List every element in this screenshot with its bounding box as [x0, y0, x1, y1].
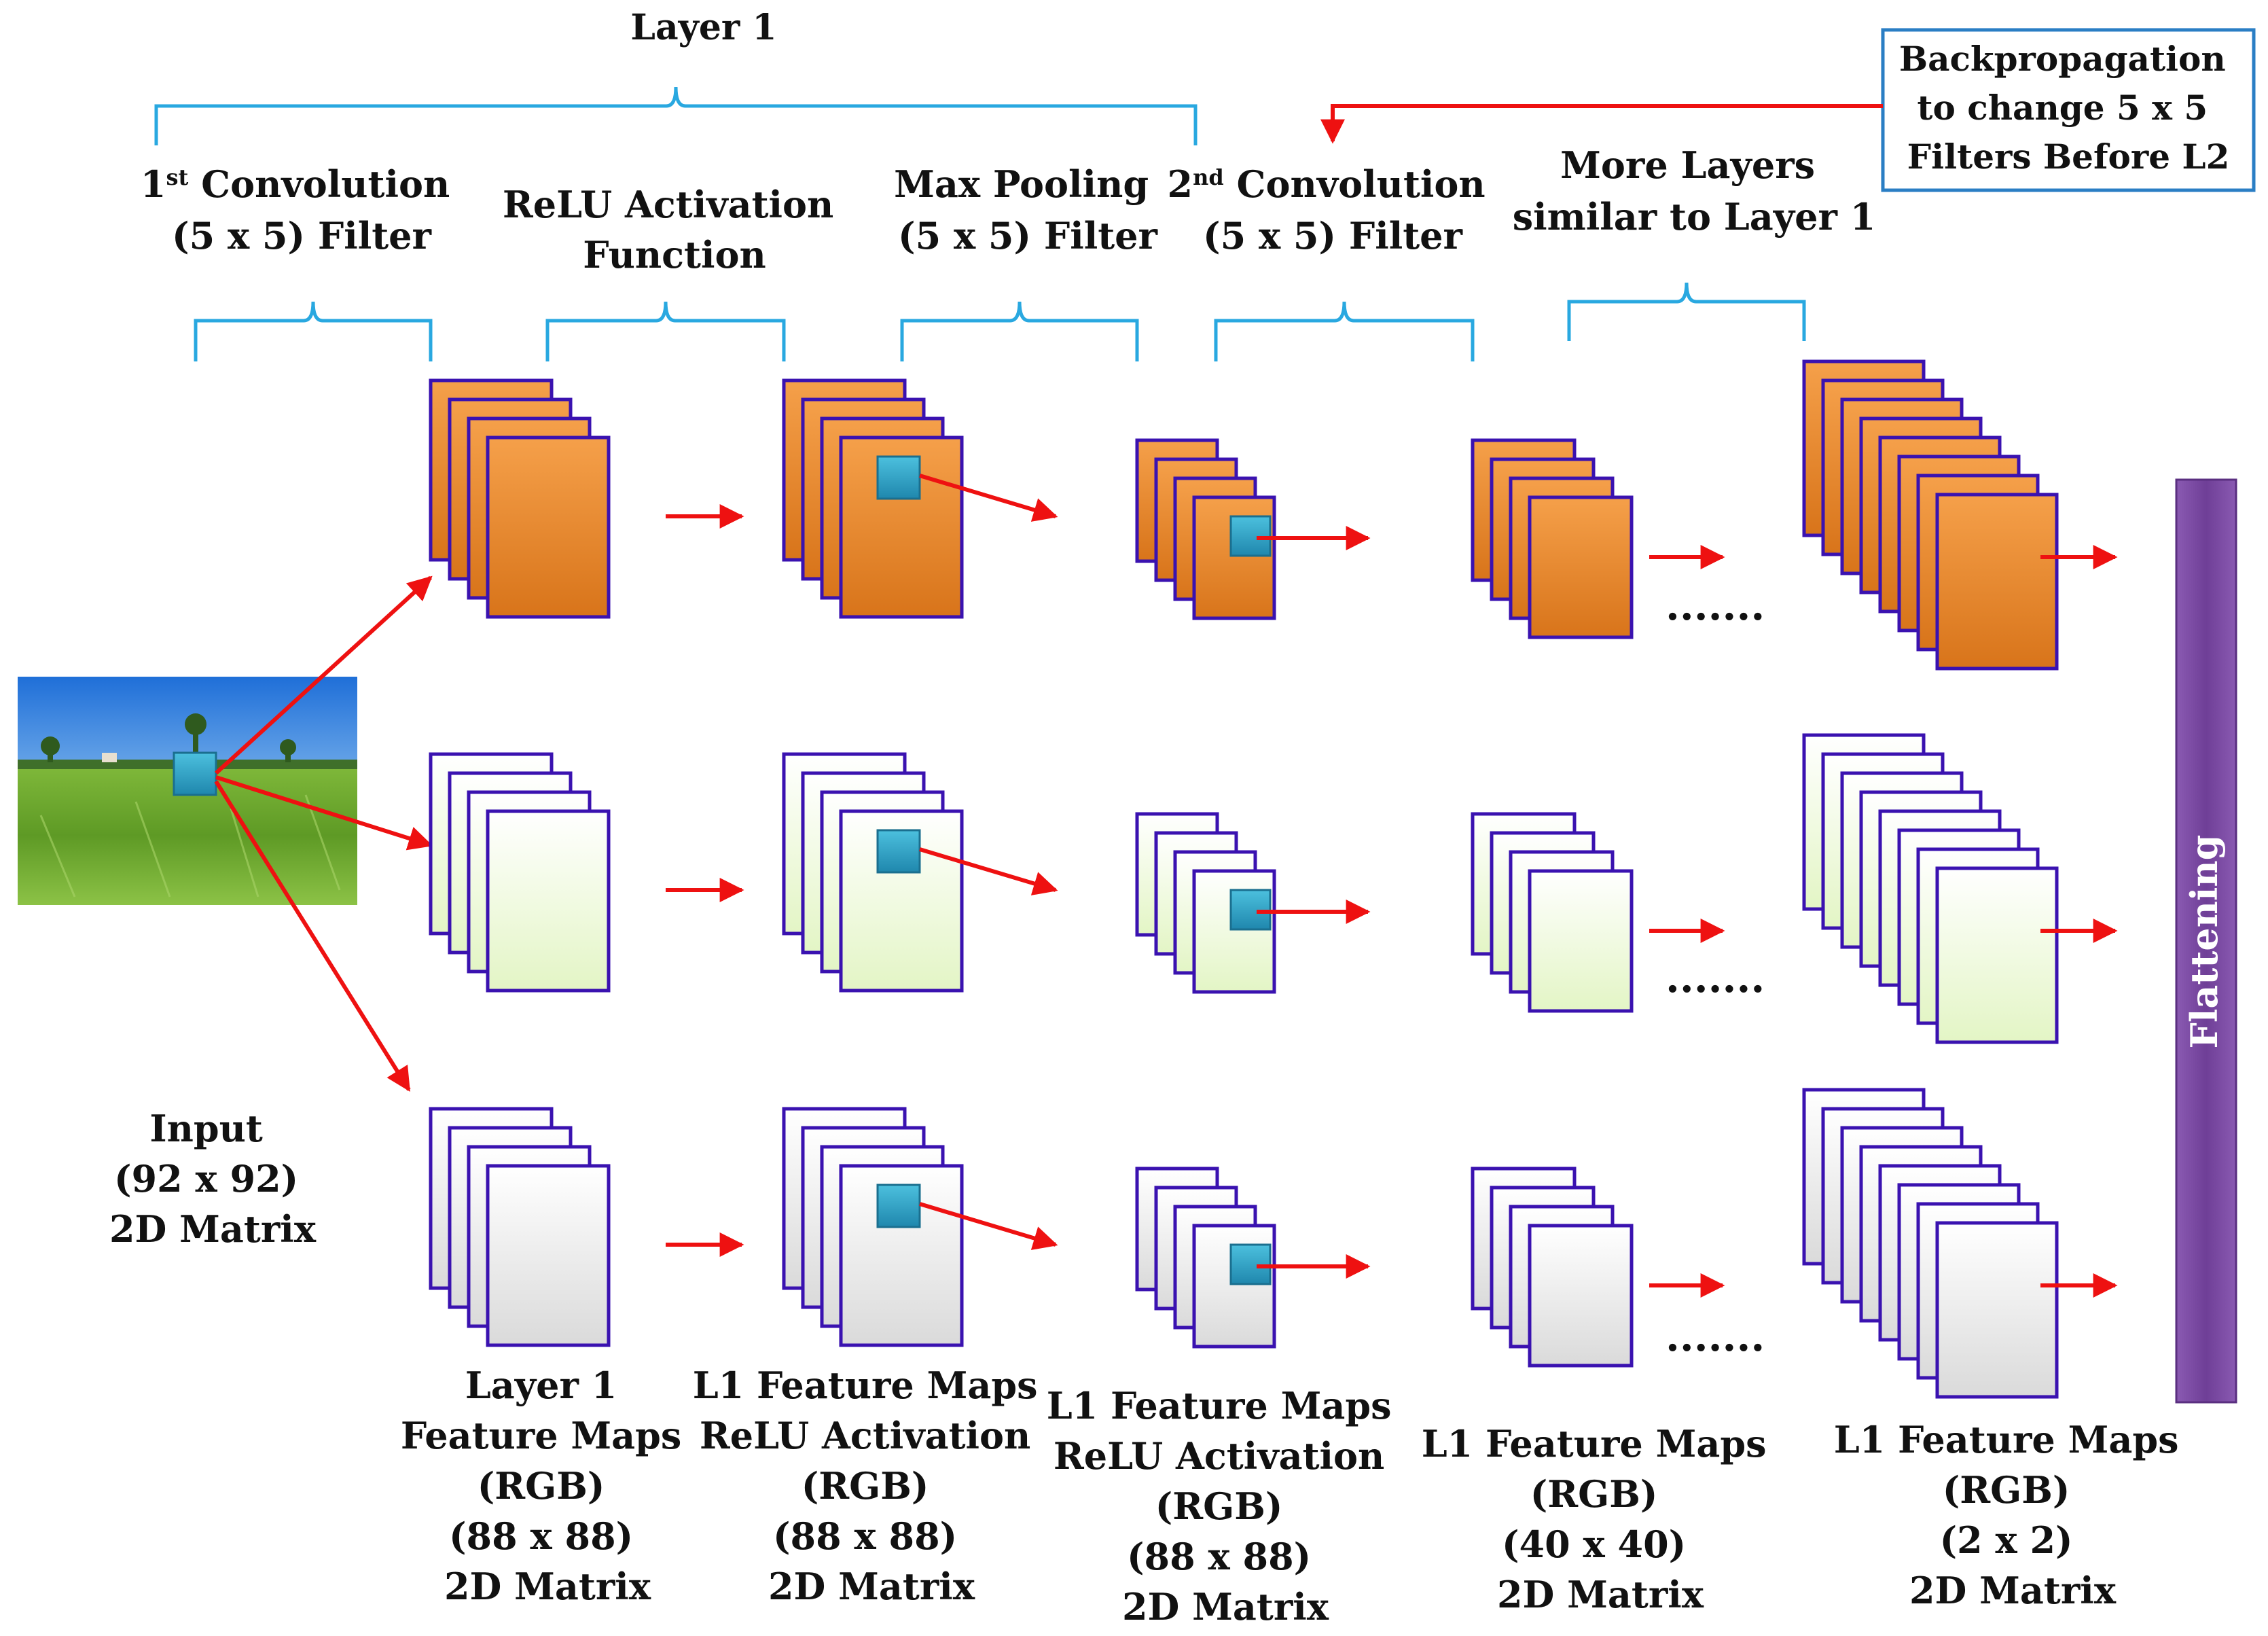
feature-map-sheet	[1935, 493, 2059, 671]
stack-gray-col1	[429, 1107, 611, 1347]
input-arrow-top	[214, 575, 433, 775]
arrow-orange-relu-to-pool	[919, 474, 1058, 522]
brackets	[154, 86, 1806, 361]
stack-gray-col3	[1135, 1167, 1276, 1349]
stack-gray-col4	[1471, 1167, 1634, 1368]
layer1-label: Layer 1	[630, 7, 776, 48]
dots-top: .......	[1666, 582, 1765, 630]
backprop-label: Backpropagation to change 5 x 5 Filters …	[1899, 39, 2237, 177]
conv1-line2: (5 x 5) Filter	[172, 214, 432, 257]
more-layers-label: More Layers similar to Layer 1	[1513, 143, 1876, 238]
flattening-bar	[2175, 478, 2237, 1404]
conv1-bracket	[194, 301, 433, 361]
input-label: Input (92 x 92) 2D Matrix	[109, 1107, 317, 1251]
feature-map-sheet	[1528, 495, 1634, 639]
feature-map-sheet	[486, 435, 611, 619]
col1-label: Layer 1 Feature Maps (RGB) (88 x 88) 2D …	[401, 1364, 694, 1608]
stack-green-col4	[1471, 812, 1634, 1013]
feature-map-stacks	[429, 359, 2118, 1399]
backprop-box	[1881, 28, 2256, 192]
layer1-bracket	[154, 86, 1198, 145]
filter-square	[876, 829, 921, 874]
stack-orange-col4	[1471, 438, 1634, 639]
filter-square	[876, 1184, 921, 1228]
conv2-label: 2nd Convolution (5 x 5) Filter	[1168, 162, 1498, 257]
dots-middle: .......	[1666, 955, 1765, 1002]
flattening-label: Flattening	[2182, 835, 2226, 1049]
stack-gray-col2	[782, 1107, 964, 1347]
feature-map-sheet	[1935, 1221, 2059, 1399]
more-layers-bracket	[1567, 282, 1806, 341]
filter-square	[876, 455, 921, 500]
feature-map-sheet	[486, 1164, 611, 1347]
col2-label: L1 Feature Maps ReLU Activation (RGB) (8…	[693, 1364, 1051, 1608]
arrow-green-relu-to-pool	[919, 847, 1058, 895]
arrow-gray-relu-to-pool	[919, 1202, 1058, 1250]
conv2-line2: (5 x 5) Filter	[1203, 214, 1463, 257]
feature-map-sheet	[1935, 866, 2059, 1044]
input-arrow-bottom	[214, 780, 411, 1092]
col4-label: L1 Feature Maps (RGB) (40 x 40) 2D Matri…	[1422, 1422, 1780, 1616]
maxpool-bracket	[900, 301, 1139, 361]
feature-map-sheet	[1528, 869, 1634, 1013]
maxpool-label: Max Pooling (5 x 5) Filter	[894, 162, 1162, 257]
conv2-bracket	[1214, 301, 1475, 361]
backprop-arrow	[1320, 104, 1883, 144]
feature-map-sheet	[1528, 1224, 1634, 1368]
stack-green-col5	[1802, 733, 2059, 1044]
input-filter-square	[173, 751, 217, 796]
stack-orange-col2	[782, 378, 964, 619]
stack-green-col1	[429, 752, 611, 993]
relu-label: ReLU Activation Function	[503, 183, 846, 277]
conv1-label: 1st Convolution (5 x 5) Filter	[141, 162, 463, 257]
stack-green-col2	[782, 752, 964, 993]
feature-map-sheet	[486, 809, 611, 993]
input-arrow-middle	[215, 775, 433, 851]
dots-bottom: .......	[1666, 1313, 1765, 1361]
input-image	[18, 677, 357, 905]
stack-orange-col1	[429, 378, 611, 619]
col3-label: L1 Feature Maps ReLU Activation (RGB) (8…	[1047, 1384, 1405, 1629]
relu-bracket	[545, 301, 786, 361]
stack-green-col3	[1135, 812, 1276, 994]
feature-map-sheet	[839, 435, 964, 619]
filter-square	[1229, 889, 1272, 931]
col5-label: L1 Feature Maps (RGB) (2 x 2) 2D Matrix	[1834, 1418, 2192, 1612]
stack-orange-col3	[1135, 438, 1276, 620]
stack-gray-col5	[1802, 1088, 2059, 1399]
stack-orange-col5	[1802, 359, 2059, 671]
